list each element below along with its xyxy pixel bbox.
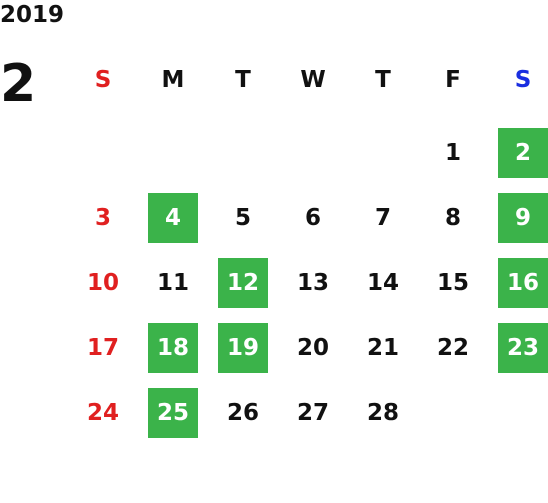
month-label: 2 <box>0 54 37 114</box>
day-cell: 23 <box>488 315 548 380</box>
weekday-header-wed: W <box>300 67 326 93</box>
empty-day-cell <box>418 380 488 445</box>
highlighted-day[interactable]: 2 <box>498 127 548 178</box>
day-cell: 3 <box>68 185 138 250</box>
empty-day-cell <box>68 120 138 185</box>
weekday-header-thu: T <box>375 67 391 93</box>
day-number[interactable]: 1 <box>444 139 461 166</box>
empty-day-cell <box>138 120 208 185</box>
highlighted-day[interactable]: 9 <box>498 192 548 243</box>
day-number[interactable]: 28 <box>366 399 399 426</box>
day-number[interactable]: 24 <box>86 399 119 426</box>
day-number[interactable]: 27 <box>296 399 329 426</box>
day-cell: 10 <box>68 250 138 315</box>
day-number[interactable]: 5 <box>234 204 251 231</box>
day-number[interactable]: 11 <box>156 269 189 296</box>
empty-day-cell <box>208 120 278 185</box>
day-number[interactable]: 10 <box>86 269 119 296</box>
day-number[interactable]: 14 <box>366 269 399 296</box>
day-cell: 2 <box>488 120 548 185</box>
day-number[interactable]: 8 <box>444 204 461 231</box>
day-cell: 14 <box>348 250 418 315</box>
day-number[interactable]: 21 <box>366 334 399 361</box>
day-cell: 22 <box>418 315 488 380</box>
day-cell: 5 <box>208 185 278 250</box>
highlighted-day[interactable]: 12 <box>218 257 268 308</box>
highlighted-day[interactable]: 23 <box>498 322 548 373</box>
day-cell: 15 <box>418 250 488 315</box>
weekday-header-sun: S <box>94 67 112 93</box>
day-cell: 27 <box>278 380 348 445</box>
empty-day-cell <box>278 120 348 185</box>
day-cell: 11 <box>138 250 208 315</box>
day-cell: 20 <box>278 315 348 380</box>
weekday-header-fri: F <box>445 67 461 93</box>
day-cell: 9 <box>488 185 548 250</box>
weekday-header-tue: T <box>235 67 251 93</box>
day-number[interactable]: 3 <box>94 204 111 231</box>
day-cell: 24 <box>68 380 138 445</box>
day-number[interactable]: 6 <box>304 204 321 231</box>
day-number[interactable]: 22 <box>436 334 469 361</box>
day-number[interactable]: 15 <box>436 269 469 296</box>
day-cell: 18 <box>138 315 208 380</box>
day-cell: 19 <box>208 315 278 380</box>
highlighted-day[interactable]: 4 <box>148 192 198 243</box>
day-cell: 8 <box>418 185 488 250</box>
empty-day-cell <box>348 120 418 185</box>
year-label: 2019 <box>0 2 65 28</box>
day-number[interactable]: 13 <box>296 269 329 296</box>
highlighted-day[interactable]: 16 <box>498 257 548 308</box>
day-cell: 28 <box>348 380 418 445</box>
weekday-header-mon: M <box>161 67 185 93</box>
day-cell: 25 <box>138 380 208 445</box>
day-cell: 26 <box>208 380 278 445</box>
day-number[interactable]: 7 <box>374 204 391 231</box>
day-number[interactable]: 20 <box>296 334 329 361</box>
day-cell: 4 <box>138 185 208 250</box>
day-number[interactable]: 26 <box>226 399 259 426</box>
day-cell: 6 <box>278 185 348 250</box>
day-cell: 12 <box>208 250 278 315</box>
highlighted-day[interactable]: 25 <box>148 387 198 438</box>
day-cell: 17 <box>68 315 138 380</box>
day-cell: 7 <box>348 185 418 250</box>
day-cell: 16 <box>488 250 548 315</box>
day-cell: 21 <box>348 315 418 380</box>
day-cell: 1 <box>418 120 488 185</box>
day-number[interactable]: 17 <box>86 334 119 361</box>
empty-day-cell <box>488 380 548 445</box>
highlighted-day[interactable]: 19 <box>218 322 268 373</box>
day-cell: 13 <box>278 250 348 315</box>
highlighted-day[interactable]: 18 <box>148 322 198 373</box>
weekday-header-sat: S <box>514 67 532 93</box>
